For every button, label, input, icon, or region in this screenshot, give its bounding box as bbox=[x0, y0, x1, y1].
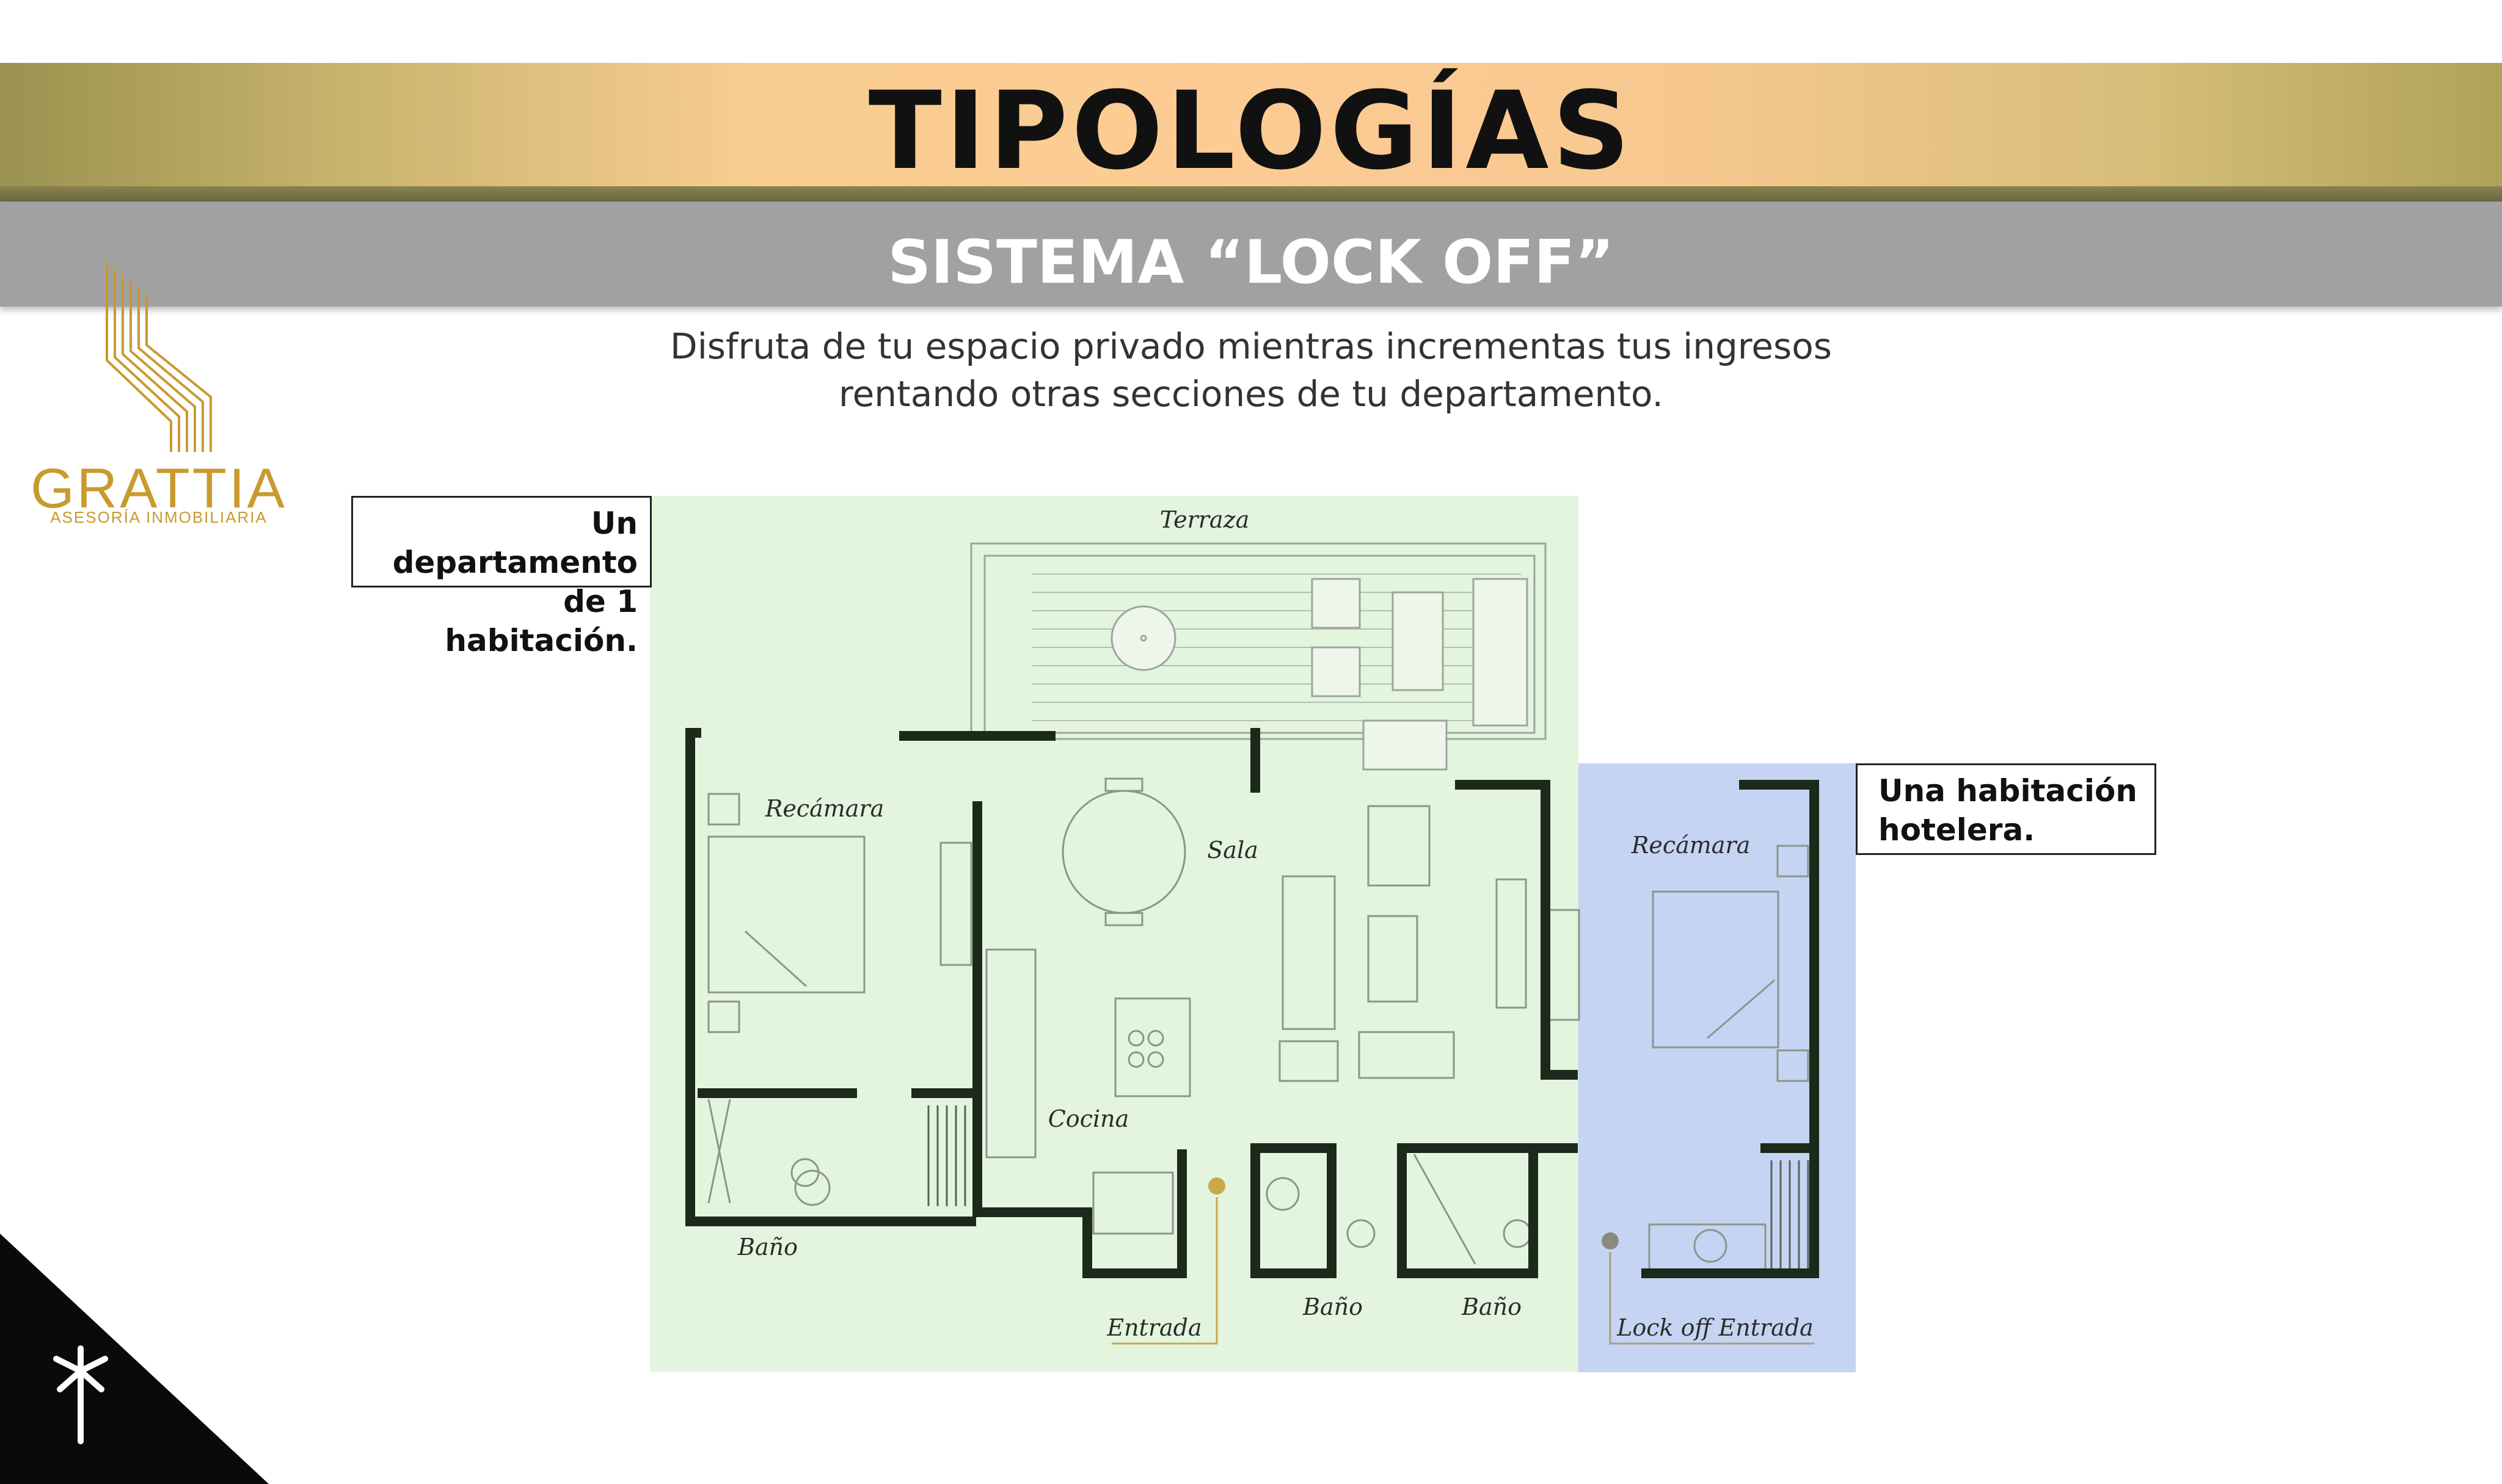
label-sala: Sala bbox=[1207, 837, 1258, 864]
grattia-logo-mark bbox=[106, 263, 212, 452]
label-entrada: Entrada bbox=[1106, 1314, 1202, 1341]
callout-hotel-line-1: Una habitación bbox=[1878, 773, 2137, 809]
description-line-2: rentando otras secciones de tu departame… bbox=[839, 373, 1663, 415]
page-title: TIPOLOGÍAS bbox=[868, 68, 1634, 194]
logo-name: GRATTIA bbox=[31, 457, 287, 520]
label-recamara-1: Recámara bbox=[765, 795, 884, 822]
label-lock-off-entrada: Lock off Entrada bbox=[1616, 1314, 1814, 1341]
entrance-markers bbox=[1112, 1177, 1814, 1345]
grattia-logo: GRATTIA ASESORÍA INMOBILIARIA bbox=[31, 256, 287, 531]
walls bbox=[685, 728, 1819, 1278]
description-line-1: Disfruta de tu espacio privado mientras … bbox=[670, 326, 1832, 367]
corner-decoration bbox=[0, 1234, 269, 1484]
label-bano-2: Baño bbox=[1302, 1293, 1363, 1320]
page-subtitle: SISTEMA “LOCK OFF” bbox=[888, 228, 1614, 297]
callout-hotel-line-2: hotelera. bbox=[1878, 812, 2035, 848]
label-bano-1: Baño bbox=[737, 1234, 798, 1260]
callout-apartment-line-2: de 1 habitación. bbox=[445, 584, 638, 658]
callout-hotel-room: Una habitación hotelera. bbox=[1856, 763, 2156, 855]
terrace bbox=[970, 542, 1547, 771]
label-recamara-2: Recámara bbox=[1631, 832, 1751, 859]
description: Disfruta de tu espacio privado mientras … bbox=[0, 322, 2502, 418]
title-band bbox=[0, 63, 2502, 198]
label-terraza: Terraza bbox=[1160, 506, 1250, 533]
palm-icon bbox=[53, 1345, 108, 1444]
title-band-shadow bbox=[0, 186, 2502, 202]
callout-apartment: Un departamento de 1 habitación. bbox=[351, 496, 652, 658]
label-cocina: Cocina bbox=[1048, 1105, 1129, 1132]
furniture bbox=[707, 777, 1809, 1275]
subtitle-band bbox=[0, 202, 2502, 307]
callout-apartment-line-1: Un departamento bbox=[392, 506, 638, 580]
logo-tagline: ASESORÍA INMOBILIARIA bbox=[50, 508, 268, 526]
label-bano-3: Baño bbox=[1461, 1293, 1522, 1320]
